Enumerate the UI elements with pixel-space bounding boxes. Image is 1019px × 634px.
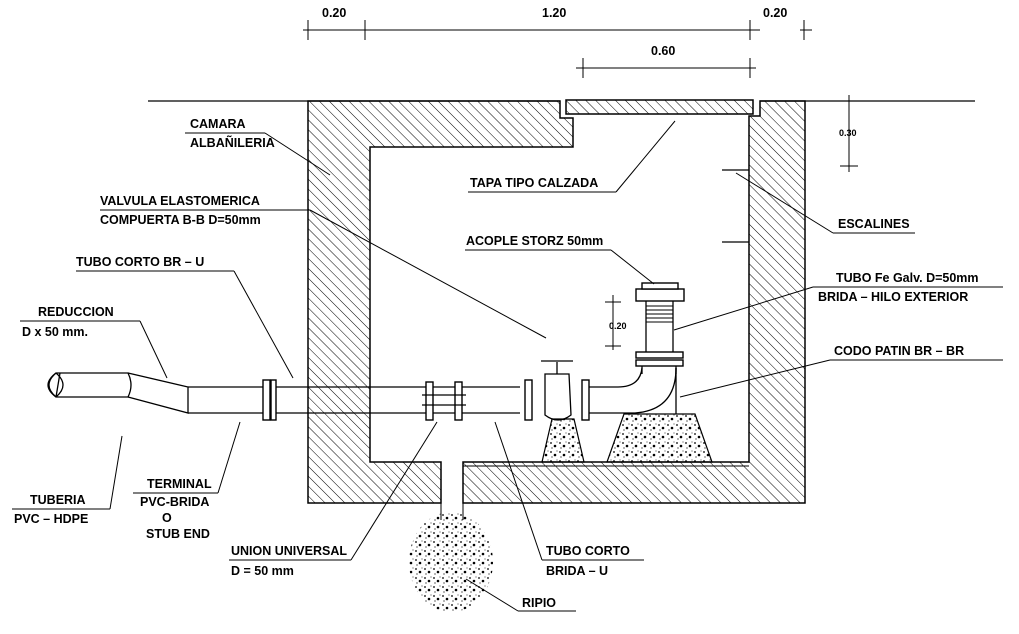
chamber-walls bbox=[307, 100, 806, 504]
label-tubo-fe-galv: TUBO Fe Galv. D=50mm BRIDA – HILO EXTERI… bbox=[818, 271, 979, 304]
svg-text:ACOPLE STORZ 50mm: ACOPLE STORZ 50mm bbox=[466, 234, 603, 248]
svg-text:CODO PATIN BR – BR: CODO PATIN BR – BR bbox=[834, 344, 964, 358]
ladder-rungs bbox=[722, 169, 749, 243]
svg-text:TERMINAL: TERMINAL bbox=[147, 477, 212, 491]
svg-text:STUB END: STUB END bbox=[146, 527, 210, 541]
svg-text:BRIDA – HILO EXTERIOR: BRIDA – HILO EXTERIOR bbox=[818, 290, 968, 304]
svg-text:PVC – HDPE: PVC – HDPE bbox=[14, 512, 88, 526]
label-tubo-corto-br-u: TUBO CORTO BR – U bbox=[76, 255, 204, 269]
label-acople-storz: ACOPLE STORZ 50mm bbox=[466, 234, 603, 248]
svg-text:ALBAÑILERIA: ALBAÑILERIA bbox=[190, 135, 275, 150]
label-union-universal: UNION UNIVERSAL D = 50 mm bbox=[231, 544, 347, 578]
label-camara: CAMARA ALBAÑILERIA bbox=[190, 117, 275, 150]
svg-text:D x 50 mm.: D x 50 mm. bbox=[22, 325, 88, 339]
dim-inner-width: 1.20 bbox=[542, 6, 566, 20]
svg-text:CAMARA: CAMARA bbox=[190, 117, 246, 131]
label-tapa: TAPA TIPO CALZADA bbox=[470, 176, 598, 190]
pipe-assembly bbox=[47, 282, 685, 421]
svg-text:VALVULA ELASTOMERICA: VALVULA ELASTOMERICA bbox=[100, 194, 260, 208]
manhole-cover bbox=[565, 99, 754, 115]
label-reduccion: REDUCCION D x 50 mm. bbox=[22, 305, 114, 339]
label-ripio: RIPIO bbox=[522, 596, 556, 610]
svg-text:O: O bbox=[162, 511, 172, 525]
dim-cover-depth: 0.30 bbox=[839, 128, 857, 138]
dim-right-wall: 0.20 bbox=[763, 6, 787, 20]
svg-text:PVC-BRIDA: PVC-BRIDA bbox=[140, 495, 209, 509]
dim-left-wall: 0.20 bbox=[322, 6, 346, 20]
dim-storz-height: 0.20 bbox=[609, 321, 627, 331]
leader-lines bbox=[12, 120, 1003, 612]
label-escalines: ESCALINES bbox=[838, 217, 910, 231]
label-codo-patin: CODO PATIN BR – BR bbox=[834, 344, 964, 358]
label-terminal: TERMINAL PVC-BRIDA O STUB END bbox=[140, 477, 212, 541]
svg-text:TUBO Fe Galv. D=50mm: TUBO Fe Galv. D=50mm bbox=[836, 271, 979, 285]
svg-text:UNION UNIVERSAL: UNION UNIVERSAL bbox=[231, 544, 347, 558]
svg-text:TUBO CORTO: TUBO CORTO bbox=[546, 544, 630, 558]
svg-text:TUBERIA: TUBERIA bbox=[30, 493, 86, 507]
svg-text:REDUCCION: REDUCCION bbox=[38, 305, 114, 319]
svg-text:ESCALINES: ESCALINES bbox=[838, 217, 910, 231]
svg-text:COMPUERTA B-B D=50mm: COMPUERTA B-B D=50mm bbox=[100, 213, 261, 227]
label-tuberia: TUBERIA PVC – HDPE bbox=[14, 493, 88, 526]
svg-text:D = 50 mm: D = 50 mm bbox=[231, 564, 294, 578]
svg-text:BRIDA – U: BRIDA – U bbox=[546, 564, 608, 578]
svg-text:TUBO CORTO BR – U: TUBO CORTO BR – U bbox=[76, 255, 204, 269]
label-tubo-corto-brida: TUBO CORTO BRIDA – U bbox=[546, 544, 630, 578]
svg-text:TAPA TIPO CALZADA: TAPA TIPO CALZADA bbox=[470, 176, 598, 190]
dimension-lines bbox=[303, 20, 858, 350]
label-valvula: VALVULA ELASTOMERICA COMPUERTA B-B D=50m… bbox=[100, 194, 261, 227]
dim-cover-width: 0.60 bbox=[651, 44, 675, 58]
gravel-drain bbox=[409, 462, 493, 612]
svg-text:RIPIO: RIPIO bbox=[522, 596, 556, 610]
concrete-supports bbox=[541, 413, 713, 463]
